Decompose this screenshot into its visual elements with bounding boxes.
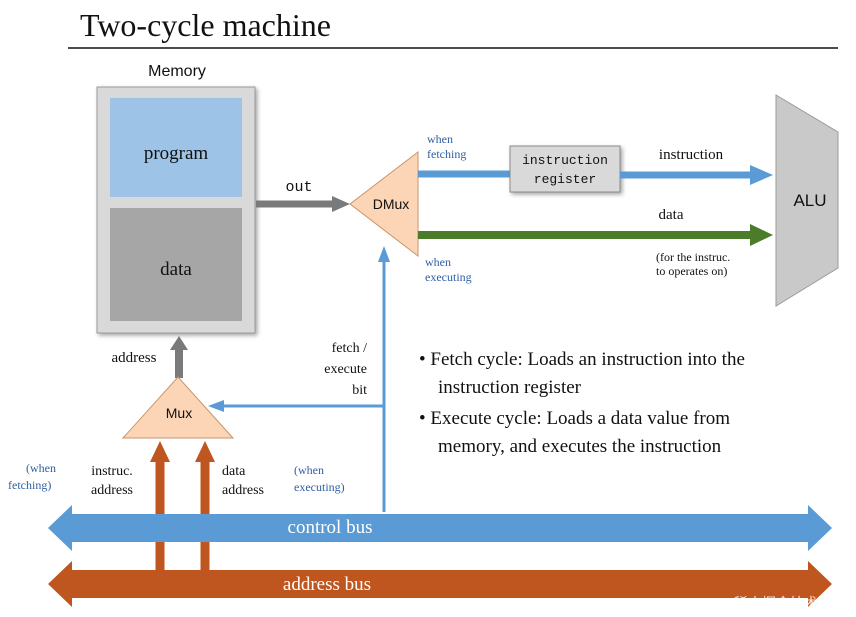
program-segment (110, 98, 242, 197)
dmux-when-fetching-line1: when (427, 132, 453, 146)
instruction-arrowhead (750, 165, 773, 185)
data-segment (110, 208, 242, 321)
dmux-when-executing-line2: executing (425, 270, 472, 284)
dmux-when-fetching-line2: fetching (427, 147, 466, 161)
watermark: @稀土掘金技术社区 (720, 595, 846, 611)
instruction-register-label-line1: instruction (522, 153, 608, 168)
address-bus (48, 561, 832, 607)
instruc-address-arrowhead (150, 441, 170, 462)
instruc-address-line2: address (91, 483, 133, 498)
data-segment-label: data (160, 259, 192, 280)
note-fetch-line2: instruction register (438, 377, 582, 398)
page-title: Two-cycle machine (80, 7, 331, 43)
instruc-address-line1: instruc. (91, 464, 133, 479)
alu-label: ALU (793, 191, 826, 210)
instruction-label: instruction (659, 147, 724, 163)
fetch-execute-bit-line1: fetch / (332, 341, 367, 356)
address-arrowhead (170, 336, 188, 350)
note-fetch-line1: • Fetch cycle: Loads an instruction into… (419, 349, 745, 370)
note-execute-line1: • Execute cycle: Loads a data value from (419, 408, 730, 429)
data-address-label-line1: data (222, 464, 246, 479)
data-arrowhead (750, 224, 773, 246)
memory-label: Memory (148, 63, 206, 80)
fetch-execute-bit-line3: bit (352, 383, 367, 398)
address-label: address (112, 350, 157, 366)
data-note-line1: (for the instruc. (656, 250, 730, 264)
out-label: out (285, 179, 312, 196)
mux-label: Mux (166, 405, 192, 421)
mux-control-arrowhead (208, 400, 224, 412)
address-bus-label: address bus (283, 574, 371, 595)
alu-shape (775, 94, 839, 307)
data-address-label-line2: address (222, 483, 264, 498)
fetch-execute-bit-line2: execute (324, 362, 367, 377)
data-address-arrowhead (195, 441, 215, 462)
mux-when-executing-line2: executing) (294, 480, 345, 494)
note-execute-line2: memory, and executes the instruction (438, 436, 722, 457)
program-label: program (144, 143, 209, 164)
mux-shape (121, 376, 235, 439)
mux-when-fetching-line2: fetching) (8, 478, 51, 492)
dmux-control-arrowhead (378, 246, 390, 262)
mux-when-fetching-line1: (when (26, 461, 56, 475)
control-bus (48, 505, 832, 551)
dmux-shape (349, 150, 419, 258)
instruction-register-label-line2: register (534, 172, 596, 187)
instruction-register (509, 145, 621, 193)
control-bus-label: control bus (288, 517, 373, 538)
dmux-when-executing-line1: when (425, 255, 451, 269)
out-arrowhead (332, 196, 350, 212)
dmux-label: DMux (373, 196, 410, 212)
mux-when-executing-line1: (when (294, 463, 324, 477)
data-output-label: data (659, 207, 684, 223)
data-note-line2: to operates on) (656, 264, 727, 278)
